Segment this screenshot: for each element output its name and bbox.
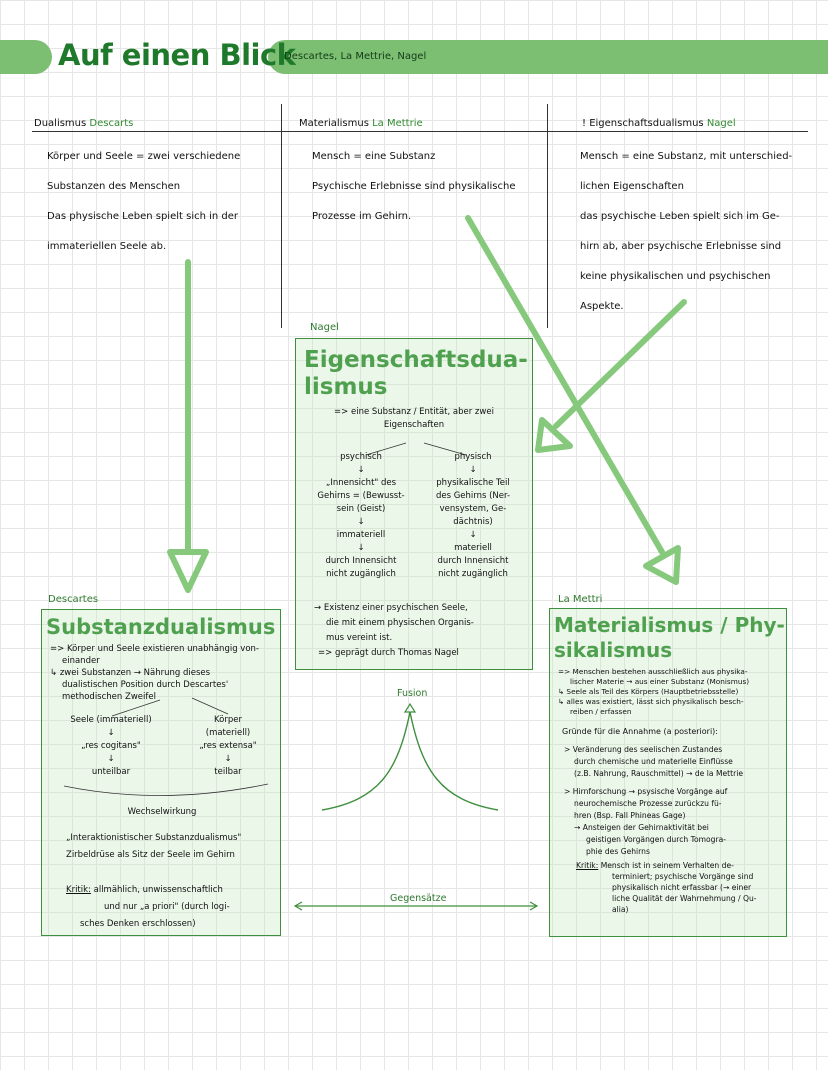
column-text-eigenschaftsdualismus: Mensch = eine Substanz, mit unterschied-… xyxy=(580,151,793,312)
right-box-reasons-title: Gründe für die Annahme (a posteriori): xyxy=(562,727,718,736)
right-box-intro: => Menschen bestehen ausschließlich aus … xyxy=(558,667,750,716)
column-text-materialismus: Mensch = eine Substanz Psychische Erlebn… xyxy=(312,151,516,222)
left-box-substanzdualismus: Substanzdualismus => Körper und Seele ex… xyxy=(41,609,281,936)
center-box-intro: => eine Substanz / Entität, aber zwei Ei… xyxy=(334,407,494,430)
center-box-label: Nagel xyxy=(310,322,339,333)
left-box-critique: Kritik: allmählich, unwissenschaftlich u… xyxy=(66,885,230,929)
page-subtitle: Descartes, La Mettrie, Nagel xyxy=(284,51,427,62)
fusion-curve xyxy=(321,702,499,811)
center-left-branch: psychisch ↓ „Innensicht" des Gehirns = (… xyxy=(317,452,405,579)
opposites-label: Gegensätze xyxy=(390,893,447,904)
left-box-interaction: „Interaktionistischer Substanzdualismus"… xyxy=(66,833,242,860)
right-box-materialismus: Materialismus / Phy- sikalismus => Mensc… xyxy=(549,608,787,937)
arrow-materialismus-to-physikalismus xyxy=(465,215,681,585)
left-box-left-branch: Seele (immateriell) ↓ „res cogitans" ↓ u… xyxy=(70,715,152,777)
right-box-title: Materialismus / Phy- sikalismus xyxy=(554,613,785,662)
column-divider-2 xyxy=(547,104,548,328)
left-box-label: Descartes xyxy=(48,594,99,605)
column-text-dualismus: Körper und Seele = zwei verschiedene Sub… xyxy=(47,151,241,252)
column-header-dualismus: Dualismus Descarts xyxy=(34,118,134,129)
left-branch-lines xyxy=(63,697,269,796)
left-box-title: Substanzdualismus xyxy=(46,615,276,639)
fusion-label: Fusion xyxy=(397,688,428,699)
center-right-branch: physisch ↓ physikalische Teil des Gehirn… xyxy=(435,452,511,579)
header-bar-left xyxy=(0,40,52,74)
column-header-materialismus: Materialismus La Mettrie xyxy=(299,118,423,129)
center-box-title: Eigenschaftsdua- lismus xyxy=(304,347,528,400)
right-box-reasons: > Veränderung des seelischen Zustandes d… xyxy=(564,745,744,856)
page-title: Auf einen Blick xyxy=(58,38,296,72)
column-header-eigenschaftsdualismus: ! Eigenschaftsdualismus Nagel xyxy=(582,118,736,129)
header-bar-right xyxy=(268,40,828,74)
left-box-right-branch: Körper (materiell) „res extensa" ↓ teilb… xyxy=(199,715,257,777)
table-header-rule xyxy=(32,131,808,132)
center-branch-lines xyxy=(365,442,467,456)
center-box-eigenschaftsdualismus: Eigenschaftsdua- lismus => eine Substanz… xyxy=(295,338,533,670)
left-box-intro: => Körper und Seele existieren unabhängi… xyxy=(50,644,259,702)
right-box-critique: Kritik: Mensch ist in seinem Verhalten d… xyxy=(576,861,757,914)
left-box-wechselwirkung: Wechselwirkung xyxy=(127,807,197,817)
column-divider-1 xyxy=(281,104,282,328)
right-box-label: La Mettri xyxy=(558,594,603,605)
arrow-dualismus-to-substanzdualismus xyxy=(167,259,209,593)
arrow-eigenschaft-to-nagel xyxy=(535,299,687,453)
opposites-arrow xyxy=(293,901,539,911)
center-box-notes: → Existenz einer psychischen Seele, die … xyxy=(314,603,474,658)
